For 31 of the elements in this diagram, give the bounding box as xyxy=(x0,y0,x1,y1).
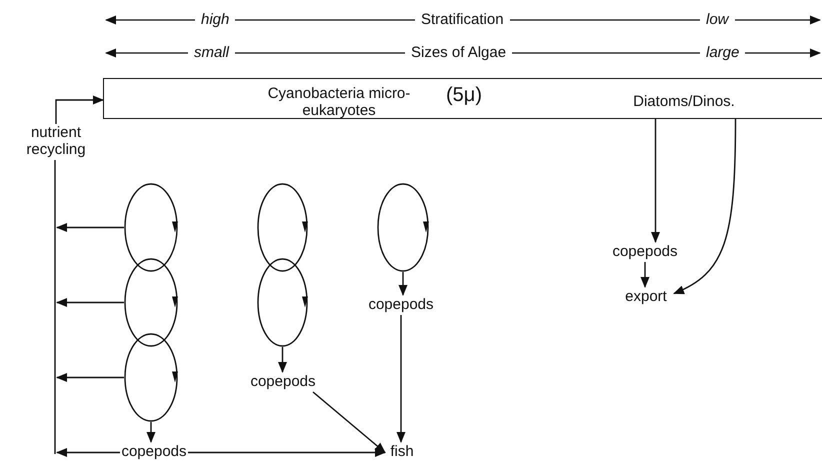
arrow xyxy=(146,422,156,443)
arrow xyxy=(55,96,104,124)
arrow xyxy=(56,448,120,457)
arrow xyxy=(651,119,660,243)
arrow xyxy=(56,373,124,382)
cycle-loop xyxy=(257,258,308,347)
arrow xyxy=(312,391,386,454)
cycle-loop xyxy=(124,333,178,422)
cycle-loop xyxy=(377,183,429,272)
size-threshold-label: (5μ) xyxy=(445,87,483,104)
arrow xyxy=(398,272,408,296)
axis-title: Sizes of Algae xyxy=(405,44,512,62)
node-label: copepods xyxy=(120,443,188,460)
scale-end-label: large xyxy=(700,44,746,62)
arrow xyxy=(56,223,124,232)
arrow xyxy=(673,119,736,294)
algae-size-band xyxy=(103,78,822,119)
algae-group-label: Cyanobacteria micro-eukaryotes xyxy=(266,85,412,119)
algae-group-label: Diatoms/Dinos. xyxy=(632,93,736,110)
arrow xyxy=(396,315,406,443)
arrow xyxy=(56,298,124,307)
node-label: copepods xyxy=(611,243,679,260)
arrow xyxy=(640,262,650,288)
cycle-loop xyxy=(124,183,178,272)
node-label: copepods xyxy=(367,296,435,313)
scale-end-label: high xyxy=(195,11,236,29)
node-label: copepods xyxy=(249,373,317,390)
arrow xyxy=(188,448,386,457)
cycle-loop xyxy=(124,258,178,347)
arrow xyxy=(278,347,287,373)
cycle-loop xyxy=(257,183,308,272)
